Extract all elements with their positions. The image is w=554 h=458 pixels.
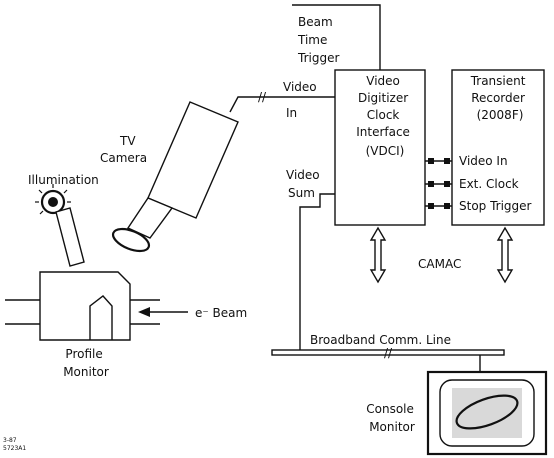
lamp-icon [35,184,85,267]
vdci-block [334,69,426,226]
camac-arrow-recorder [496,226,514,284]
vdci-recorder-connections [425,158,452,209]
video-in-label: Video In [283,80,320,120]
console-monitor-label: Console Monitor [366,402,417,434]
e-beam-label: e⁻ Beam [195,306,247,320]
broadband-line-label: Broadband Comm. Line [310,333,451,347]
e-beam-arrow [138,307,188,317]
recorder-inputs-label: Video In Ext. Clock Stop Trigger [459,154,532,213]
beam-time-trigger-label: Beam Time Trigger [297,15,339,65]
illumination-label: Illumination [28,173,99,187]
video-in-break: // [258,90,267,104]
vdci-label: Video Digitizer Clock Interface (VDCI) [356,74,414,158]
video-sum-label: Video Sum [286,168,323,200]
tv-camera [111,101,239,253]
video-in-line [229,96,335,113]
figure-code: 3-87 5723A1 [3,437,26,452]
camac-label: CAMAC [418,257,461,271]
console-monitor [426,370,548,456]
transient-recorder-label: Transient Recorder (2008F) [470,74,530,122]
profile-monitor [5,271,160,341]
profile-monitor-label: Profile Monitor [63,347,109,379]
camac-arrow-vdci [369,226,387,284]
video-sum-line [299,193,335,350]
beam-time-trigger-line [292,4,381,70]
broadband-break: // [384,346,393,360]
tv-camera-label: TV Camera [100,134,147,165]
transient-recorder-block [451,69,545,226]
broadband-line [271,349,505,356]
